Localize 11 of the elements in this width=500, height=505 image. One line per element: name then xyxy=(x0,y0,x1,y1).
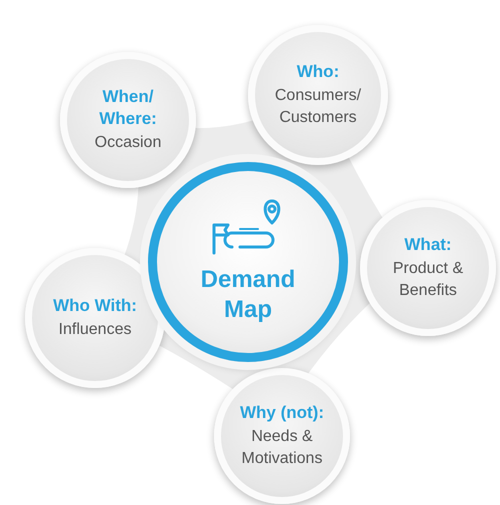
topic-heading: When/ Where: xyxy=(98,86,158,130)
hub-title: Demand Map xyxy=(200,265,296,325)
topic-text: Product & Benefits xyxy=(392,259,464,301)
topic-heading: Why (not): xyxy=(238,402,326,424)
topic-text: Consumers/ Customers xyxy=(274,86,362,128)
topic-heading: What: xyxy=(403,234,453,256)
topic-heading: Who With: xyxy=(52,295,138,317)
topic-heading: Who: xyxy=(296,61,340,83)
topic-text: Needs & Motivations xyxy=(240,427,324,469)
topic-text: Occasion xyxy=(94,133,162,153)
topic-text: Influences xyxy=(58,320,132,340)
